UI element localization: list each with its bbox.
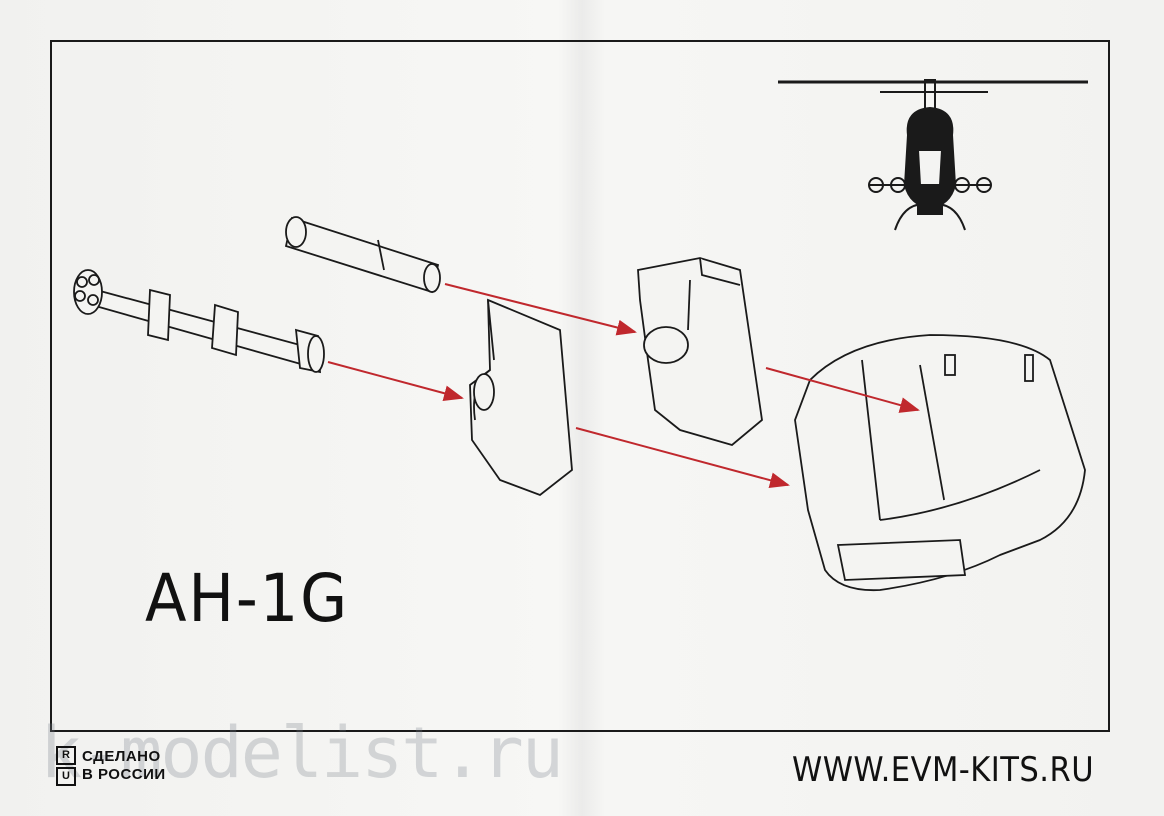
watermark: k-modelist.ru: [40, 712, 564, 794]
website-url: WWW.EVM-KITS.RU: [792, 750, 1095, 790]
arrow-bracket-to-ring: [575, 427, 790, 489]
gatling-barrel-part: [73, 269, 325, 374]
gun-bracket-part: [469, 298, 573, 497]
helicopter-front-view-icon: [778, 79, 1088, 231]
arrow-housing-to-ring: [765, 367, 920, 413]
turret-ring-part: [794, 334, 1086, 592]
made-in-russia-text: СДЕЛАНО В РОССИИ: [82, 748, 166, 783]
arrow-tube-to-housing: [444, 283, 637, 336]
drawing-frame: [50, 40, 1110, 732]
made-in-russia-logo-icon: R U: [56, 746, 76, 786]
made-in-russia-badge: R U СДЕЛАНО В РОССИИ: [56, 746, 166, 786]
assembly-arrows: [327, 283, 920, 489]
arrow-barrel-to-bracket: [327, 361, 464, 402]
turret-housing-part: [637, 257, 763, 446]
ammo-tube-part: [284, 216, 441, 294]
model-title: AH-1G: [145, 560, 349, 637]
